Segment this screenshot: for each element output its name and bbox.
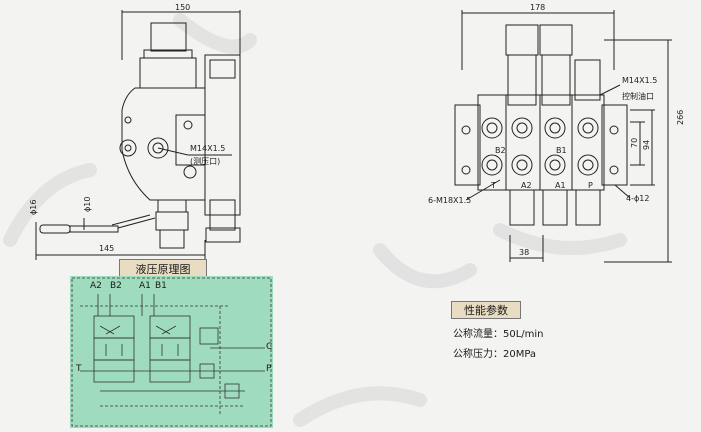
dim-h-94: 94 (642, 140, 651, 150)
port-b2: B2 (495, 146, 506, 155)
dim-length-145: 145 (99, 244, 114, 253)
port-b1: B1 (556, 146, 567, 155)
port-t: T (490, 181, 496, 190)
port-p: P (588, 181, 593, 190)
performance-title: 性能参数 (451, 301, 521, 319)
schem-port-c: C (266, 342, 273, 352)
schem-port-b2: B2 (110, 281, 122, 291)
schem-port-b1: B1 (155, 281, 167, 291)
holes-label: 4-ϕ12 (626, 194, 649, 203)
right-thread-label: M14X1.5 (622, 76, 657, 85)
hydraulic-schematic: A2 B2 A1 B1 T P C (70, 276, 273, 428)
rated-pressure: 公称压力：20MPa (453, 349, 537, 360)
right-front-view (454, 10, 672, 263)
schem-port-p: P (266, 364, 272, 374)
dim-dia-16: ϕ16 (29, 200, 38, 215)
schematic-title: 液压原理图 (119, 259, 207, 278)
schem-port-a1: A1 (139, 281, 151, 291)
schem-port-a2: A2 (90, 281, 102, 291)
dim-width-178: 178 (530, 3, 545, 12)
left-port-label: (测压口) (190, 157, 220, 166)
dim-height-266: 266 (676, 110, 685, 125)
dim-width-150: 150 (175, 3, 190, 12)
port-a1: A1 (555, 181, 566, 190)
left-side-view (35, 10, 241, 260)
dim-bottom-38: 38 (519, 248, 529, 257)
control-port-label: 控制油口 (622, 91, 654, 101)
rated-flow: 公称流量：50L/min (453, 329, 544, 340)
schematic-drawing (71, 277, 272, 427)
dim-h-70: 70 (630, 138, 639, 148)
side-thread-label: 6-M18X1.5 (428, 196, 471, 205)
schem-port-t: T (76, 364, 82, 374)
dim-dia-10: ϕ10 (83, 197, 92, 212)
watermark (3, 13, 627, 427)
left-thread-label: M14X1.5 (190, 144, 225, 153)
port-a2: A2 (521, 181, 532, 190)
